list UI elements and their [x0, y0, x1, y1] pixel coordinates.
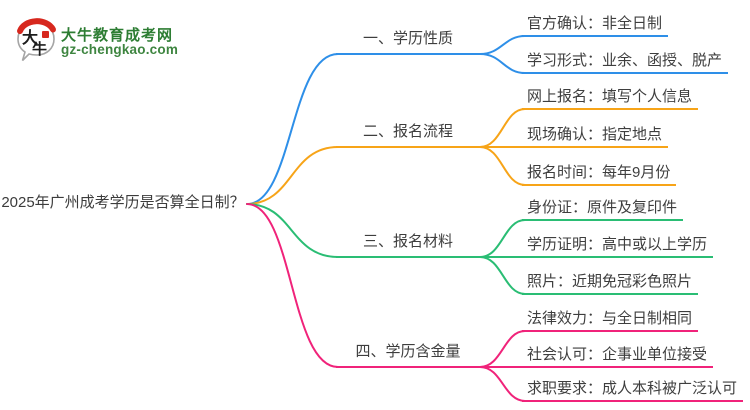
fork-curve: [479, 146, 526, 186]
leaf-node: 法律效力：与全日制相同: [522, 309, 699, 332]
fork-curve: [479, 35, 526, 55]
branch-node-3: 三、报名材料: [336, 232, 480, 258]
root-topic: 2025年广州成考学历是否算全日制？: [1, 194, 245, 211]
fork-curve: [479, 53, 526, 74]
logo-site-name: 大牛教育成考网: [61, 27, 174, 44]
fork-curve: [479, 366, 526, 402]
site-logo[interactable]: 大 牛 大牛教育成考网 gz-chengkao.com: [12, 8, 222, 64]
leaf-node: 网上报名：填写个人信息: [522, 87, 699, 110]
logo-mark-char2: 牛: [32, 40, 47, 58]
logo-site-url: gz-chengkao.com: [61, 42, 179, 57]
leaf-node: 学习形式：业余、函授、脱产: [522, 51, 729, 74]
logo-seal-icon: [42, 31, 49, 38]
branch-curve-3: [246, 203, 339, 258]
branch-node-4: 四、学历含金量: [336, 342, 480, 368]
logo-mark-char1: 大: [22, 28, 38, 47]
fork-curve: [479, 330, 526, 368]
fork-curve: [479, 219, 526, 258]
leaf-node: 官方确认：非全日制: [522, 14, 669, 37]
leaf-node: 社会认可：企事业单位接受: [522, 345, 714, 368]
logo-red-arc: [17, 18, 56, 34]
logo-bubble-icon: 大 牛: [17, 18, 56, 62]
leaf-node: 照片：近期免冠彩色照片: [522, 272, 699, 295]
leaf-node: 求职要求：成人本科被广泛认可: [522, 379, 744, 402]
branch-node-1: 一、学历性质: [336, 29, 480, 55]
branch-curve-1: [246, 53, 339, 205]
leaf-node: 报名时间：每年9月份: [522, 163, 677, 186]
leaf-node: 身份证：原件及复印件: [522, 198, 684, 221]
fork-curve: [479, 108, 526, 148]
branch-curve-4: [246, 203, 339, 368]
branch-node-2: 二、报名流程: [336, 122, 480, 148]
leaf-node: 学历证明：高中或以上学历: [522, 235, 714, 258]
fork-curve: [479, 256, 526, 295]
leaf-node: 现场确认：指定地点: [522, 125, 669, 148]
branch-curve-2: [246, 146, 339, 205]
